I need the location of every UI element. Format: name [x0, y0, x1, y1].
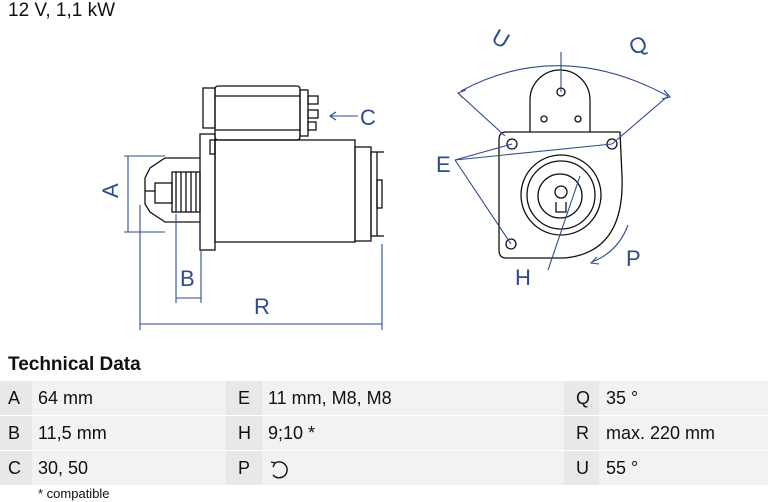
label-C: C	[360, 105, 376, 130]
technical-data-title: Technical Data	[8, 354, 141, 375]
label-U: U	[488, 24, 514, 54]
spec-value: 11,5 mm	[38, 423, 107, 443]
spec-key: P	[238, 458, 251, 478]
spec-key: E	[238, 388, 251, 408]
label-R: R	[254, 294, 270, 319]
spec-value: 11 mm, M8, M8	[268, 388, 392, 408]
spec-value: 9;10 *	[268, 423, 316, 443]
spec-value: 55 °	[606, 458, 639, 478]
spec-key: B	[8, 423, 21, 443]
spec-key: C	[8, 458, 21, 478]
front-dimension-lines	[454, 52, 671, 271]
spec-value: 35 °	[606, 388, 639, 408]
table-row: A 64 mm E 11 mm, M8, M8 Q 35 °	[0, 381, 768, 415]
spec-value: 30, 50	[38, 458, 89, 478]
spec-key: A	[8, 388, 21, 408]
side-dimension-lines	[124, 111, 383, 330]
starter-motor-drawing: A B R C U Q E H P	[98, 24, 671, 330]
starter-side-view	[144, 85, 384, 251]
spec-key: U	[576, 458, 589, 478]
spec-key: R	[576, 423, 589, 443]
table-row: C 30, 50 P U 55 °	[0, 451, 768, 485]
spec-key: Q	[576, 388, 591, 408]
label-E: E	[436, 152, 451, 177]
label-H: H	[515, 265, 531, 290]
starter-front-view	[498, 69, 623, 259]
spec-key: H	[238, 423, 251, 443]
spec-value: max. 220 mm	[606, 423, 716, 443]
rotation-direction-icon	[268, 458, 290, 479]
label-Q: Q	[625, 30, 651, 60]
footnote: * compatible	[38, 486, 110, 501]
label-P: P	[626, 246, 641, 271]
table-row: B 11,5 mm H 9;10 * R max. 220 mm	[0, 416, 768, 450]
label-A: A	[98, 183, 123, 198]
label-B: B	[180, 266, 195, 291]
page-heading: 12 V, 1,1 kW	[8, 0, 116, 21]
spec-value: 64 mm	[38, 388, 94, 408]
